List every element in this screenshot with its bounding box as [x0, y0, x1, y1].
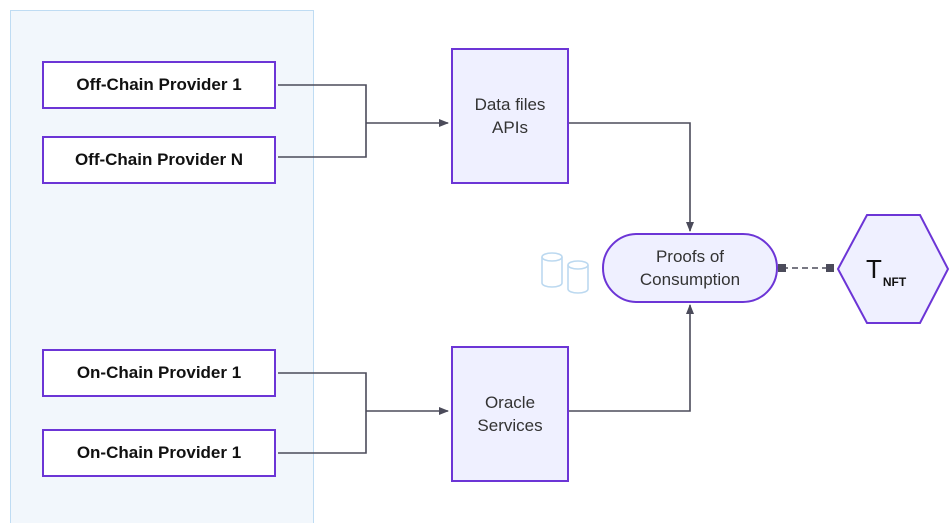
token-symbol: T	[866, 254, 882, 284]
on-chain-provider-1b: On-Chain Provider 1	[42, 429, 276, 477]
database-icon	[541, 252, 589, 294]
connector-endpoint	[778, 264, 786, 272]
connector-endpoint	[826, 264, 834, 272]
data-files-label-line1: Data files	[474, 95, 546, 114]
off-chain-provider-n: Off-Chain Provider N	[42, 136, 276, 184]
data-files-label-line2: APIs	[492, 118, 528, 137]
data-files-apis-box: Data files APIs	[451, 48, 569, 184]
provider-label: On-Chain Provider 1	[76, 443, 242, 462]
connector-off-chain-n	[278, 123, 367, 158]
connector-on-chain-1a	[278, 372, 367, 411]
connector-oracle-to-proofs	[569, 304, 694, 412]
on-chain-provider-1a: On-Chain Provider 1	[42, 349, 276, 397]
provider-label: Off-Chain Provider N	[74, 150, 244, 169]
connector-data-files-to-proofs	[569, 122, 694, 232]
token-label: TNFT	[866, 254, 906, 289]
hexagon-shape	[836, 214, 950, 324]
provider-label: Off-Chain Provider 1	[76, 75, 242, 94]
proofs-label-line2: Consumption	[639, 270, 741, 289]
proofs-of-consumption-box: Proofs of Consumption	[602, 233, 778, 303]
provider-label: On-Chain Provider 1	[76, 363, 242, 382]
oracle-services-box: Oracle Services	[451, 346, 569, 482]
token-subscript: NFT	[882, 275, 907, 289]
connector-off-chain-1	[278, 84, 367, 123]
oracle-label-line1: Oracle	[484, 393, 536, 412]
connector-on-chain-1b	[278, 411, 367, 454]
off-chain-provider-1: Off-Chain Provider 1	[42, 61, 276, 109]
oracle-label-line2: Services	[477, 416, 543, 435]
nft-token-hexagon	[836, 212, 950, 326]
proofs-label-line1: Proofs of	[655, 247, 725, 266]
